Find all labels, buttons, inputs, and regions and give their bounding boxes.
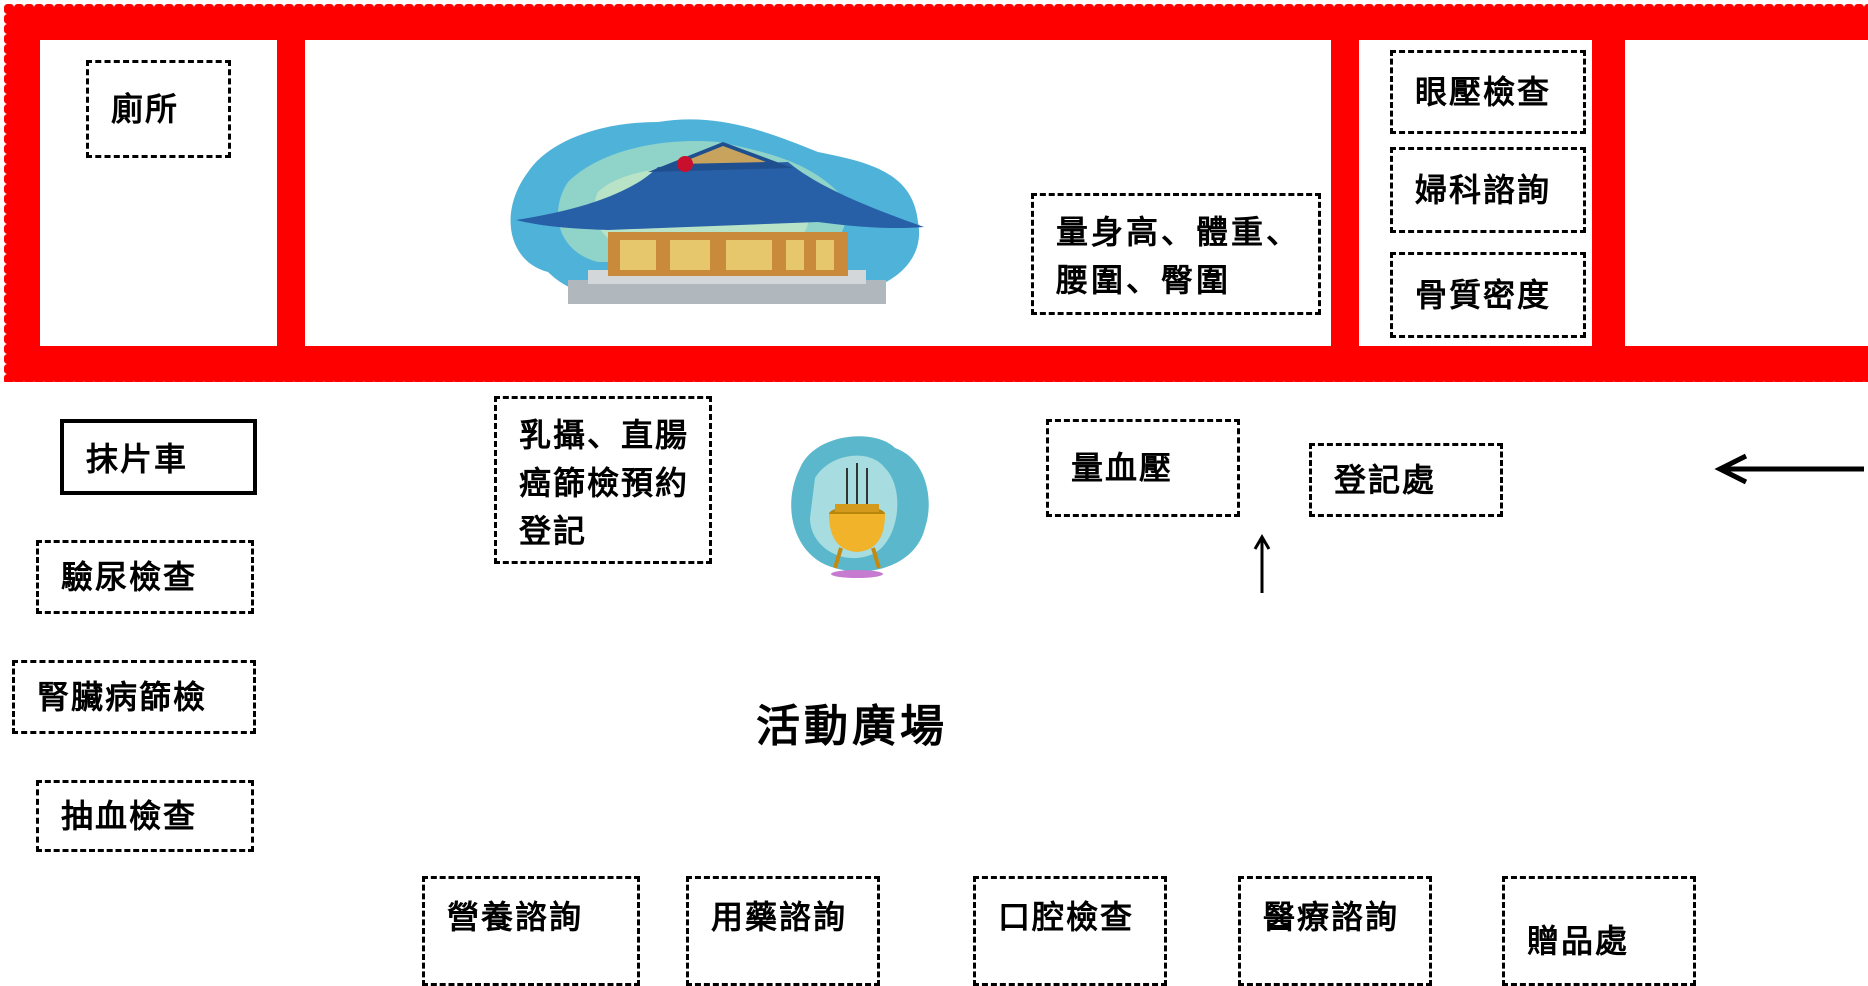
incense-burner-icon: [791, 436, 929, 578]
gift-station: 贈品處: [1502, 876, 1696, 986]
bone-density-station: 骨質密度: [1390, 252, 1586, 338]
arrow-up-icon: [1253, 534, 1271, 593]
kidney-screen-station: 腎臟病篩檢: [12, 660, 256, 734]
registration-desk: 登記處: [1309, 443, 1503, 517]
nutrition-consult-station: 營養諮詢: [422, 876, 640, 986]
blood-pressure-station: 量血壓: [1046, 419, 1240, 517]
measure-body-station: 量身高、體重、腰圍、臀圍: [1031, 193, 1321, 315]
blood-test-station: 抽血檢查: [36, 780, 254, 852]
oral-exam-station: 口腔檢查: [973, 876, 1167, 986]
urine-test-station: 驗尿檢查: [36, 540, 254, 614]
room-right: [1625, 40, 1868, 346]
room-exam: [1359, 40, 1592, 346]
medication-consult-station: 用藥諮詢: [686, 876, 880, 986]
toilet-label: 廁所: [86, 60, 231, 158]
smear-car: 抹片車: [60, 419, 257, 495]
eye-pressure-station: 眼壓檢查: [1390, 50, 1586, 134]
arrow-left-icon: [1714, 453, 1864, 485]
mammo-registration-station: 乳攝、直腸癌篩檢預約登記: [494, 396, 712, 564]
room-toilet: [40, 40, 277, 346]
gynecology-station: 婦科諮詢: [1390, 147, 1586, 233]
medical-consult-station: 醫療諮詢: [1238, 876, 1432, 986]
plaza-label: 活動廣場: [756, 701, 948, 752]
temple-icon: [510, 119, 924, 304]
